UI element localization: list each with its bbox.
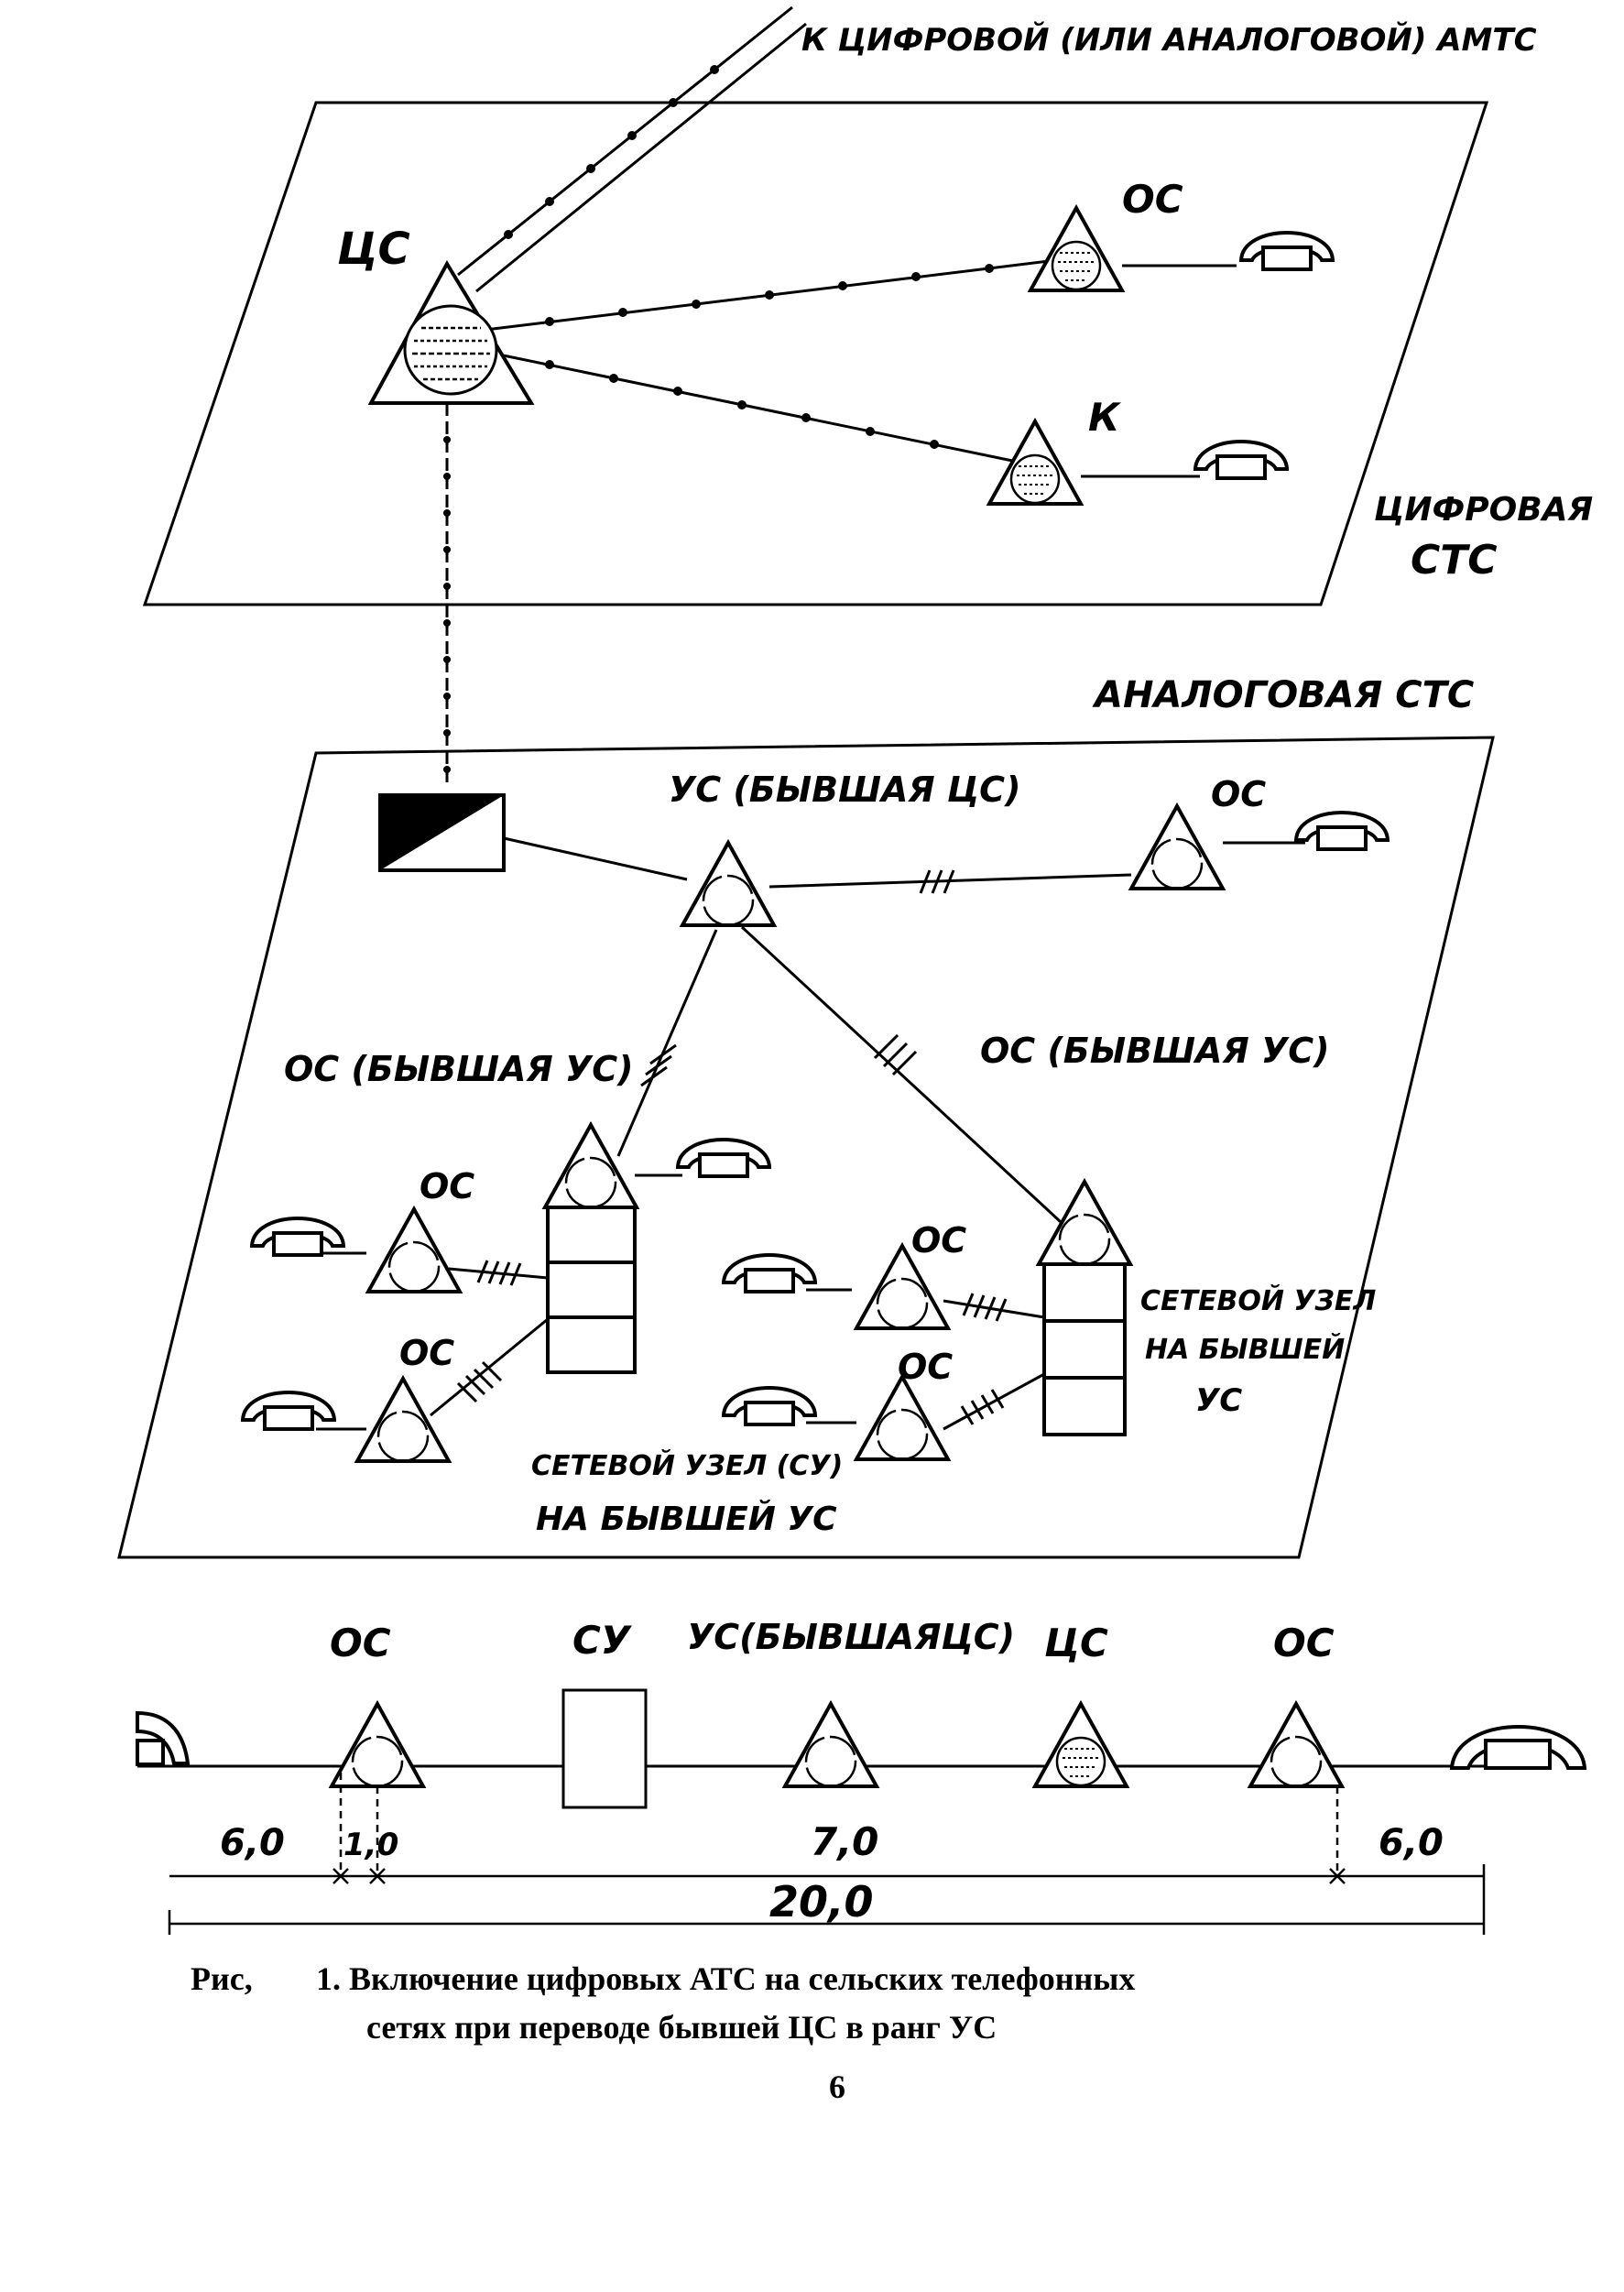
scale-label-us: УС(БЫВШАЯЦС) [687,1617,1015,1657]
converter-box [378,793,506,872]
telephone-icon [1449,1725,1587,1770]
link-hatch-marks [960,1389,1005,1425]
page-number: 6 [829,2068,845,2105]
left-group-label: ОС (БЫВШАЯ УС) [284,1049,633,1089]
scale-label-os-right: ОС [1273,1621,1335,1665]
top-link-label: К ЦИФРОВОЙ (ИЛИ АНАЛОГОВОЙ) АМТС [801,21,1537,59]
dimension-lines [168,1773,1486,1935]
digital-os-label: ОС [1122,177,1183,222]
profile-os-right [1248,1702,1344,1788]
dim-right: 6,0 [1379,1822,1444,1864]
link-hatch-marks [476,1260,522,1286]
link-os-d [943,1372,1045,1431]
telephone-icon [250,1217,345,1257]
caption-line1: 1. Включение цифровых АТС на сельских те… [316,1960,1135,1997]
telephone-icon [1193,440,1289,480]
telephone-icon [722,1253,817,1293]
analog-plane-outline [117,736,1495,1559]
analog-os-a-label: ОС [420,1166,474,1206]
dim-left: 6,0 [220,1822,285,1864]
caption-prefix: Рис, [191,1960,253,1997]
analog-plane: УС (БЫВШАЯ ЦС) ОС ОС (БЫВШАЯ УС) ОС (БЫВ… [117,736,1495,1559]
analog-os-c-label: ОС [911,1220,966,1261]
digital-plane-title-line2: СТС [1411,537,1498,584]
central-station-node [367,259,535,405]
analog-os-top-label: ОС [1211,774,1266,814]
concentrator-node [987,420,1083,506]
profile-su-box [561,1688,648,1809]
left-network-node [543,1123,638,1374]
analog-os-d-node [855,1375,950,1461]
right-group-label: ОС (БЫВШАЯ УС) [980,1031,1329,1071]
digital-plane: К ЦИФРОВОЙ (ИЛИ АНАЛОГОВОЙ) АМТС [142,5,1593,606]
left-node-label-line2: НА БЫВШЕЙ УС [536,1500,837,1538]
us-node [681,841,776,927]
telephone-icon [1239,231,1335,271]
profile-cs [1033,1702,1128,1788]
digital-link-cs-k [489,351,1022,464]
link-us-right-node [740,925,1074,1234]
profile-os-left [330,1702,425,1788]
scale-profile: ОС СУ УС(БЫВШАЯЦС) ЦС ОС [136,1617,1587,1935]
link-hatch-marks [873,1033,918,1076]
telephone-icon [722,1386,817,1426]
dim-middle: 7,0 [811,1819,878,1864]
telephone-icon [136,1710,191,1766]
right-network-node [1037,1180,1132,1436]
link-hatch-marks [456,1360,503,1403]
left-node-label-line1: СЕТЕВОЙ УЗЕЛ (СУ) [531,1449,843,1482]
link-converter-us [503,836,688,881]
digital-os-node [1029,206,1124,292]
telephone-icon [1294,811,1390,851]
cs-label: ЦС [337,224,410,275]
analog-os-b-node [355,1377,451,1463]
dim-small: 1,0 [343,1827,398,1863]
right-node-label-line3: УС [1195,1382,1242,1419]
analog-os-a-node [366,1207,462,1293]
analog-plane-title: АНАЛОГОВАЯ СТС [1092,674,1474,716]
concentrator-label: К [1088,395,1122,440]
analog-os-top-node [1129,804,1225,890]
scale-label-su: СУ [572,1618,633,1663]
link-us-left-node [616,929,718,1157]
trunk-to-amts-line [457,5,807,293]
us-node-label: УС (БЫВШАЯ ЦС) [669,769,1020,810]
telephone-icon [676,1138,771,1178]
right-node-label-line2: НА БЫВШЕЙ [1145,1333,1345,1366]
link-hatch-marks [962,1293,1008,1322]
link-os-c [943,1299,1045,1319]
telephone-icon [241,1391,336,1431]
scale-label-cs: ЦС [1044,1621,1108,1665]
right-node-label-line1: СЕТЕВОЙ УЗЕЛ [1140,1284,1376,1317]
link-hatch-marks [640,1043,677,1087]
link-os-a [448,1267,549,1280]
digital-plane-title-line1: ЦИФРОВАЯ [1374,491,1593,529]
dim-total: 20,0 [769,1877,874,1926]
digital-plane-outline [142,101,1489,606]
profile-us [783,1702,878,1788]
link-hatch-marks [919,869,955,894]
inter-plane-link [443,403,451,788]
caption-line2: сетях при переводе бывшей ЦС в ранг УС [366,2009,997,2046]
scale-label-os-left: ОС [330,1621,391,1665]
analog-os-d-label: ОС [898,1347,953,1387]
analog-os-b-label: ОС [399,1333,454,1373]
digital-link-cs-os [485,256,1073,332]
